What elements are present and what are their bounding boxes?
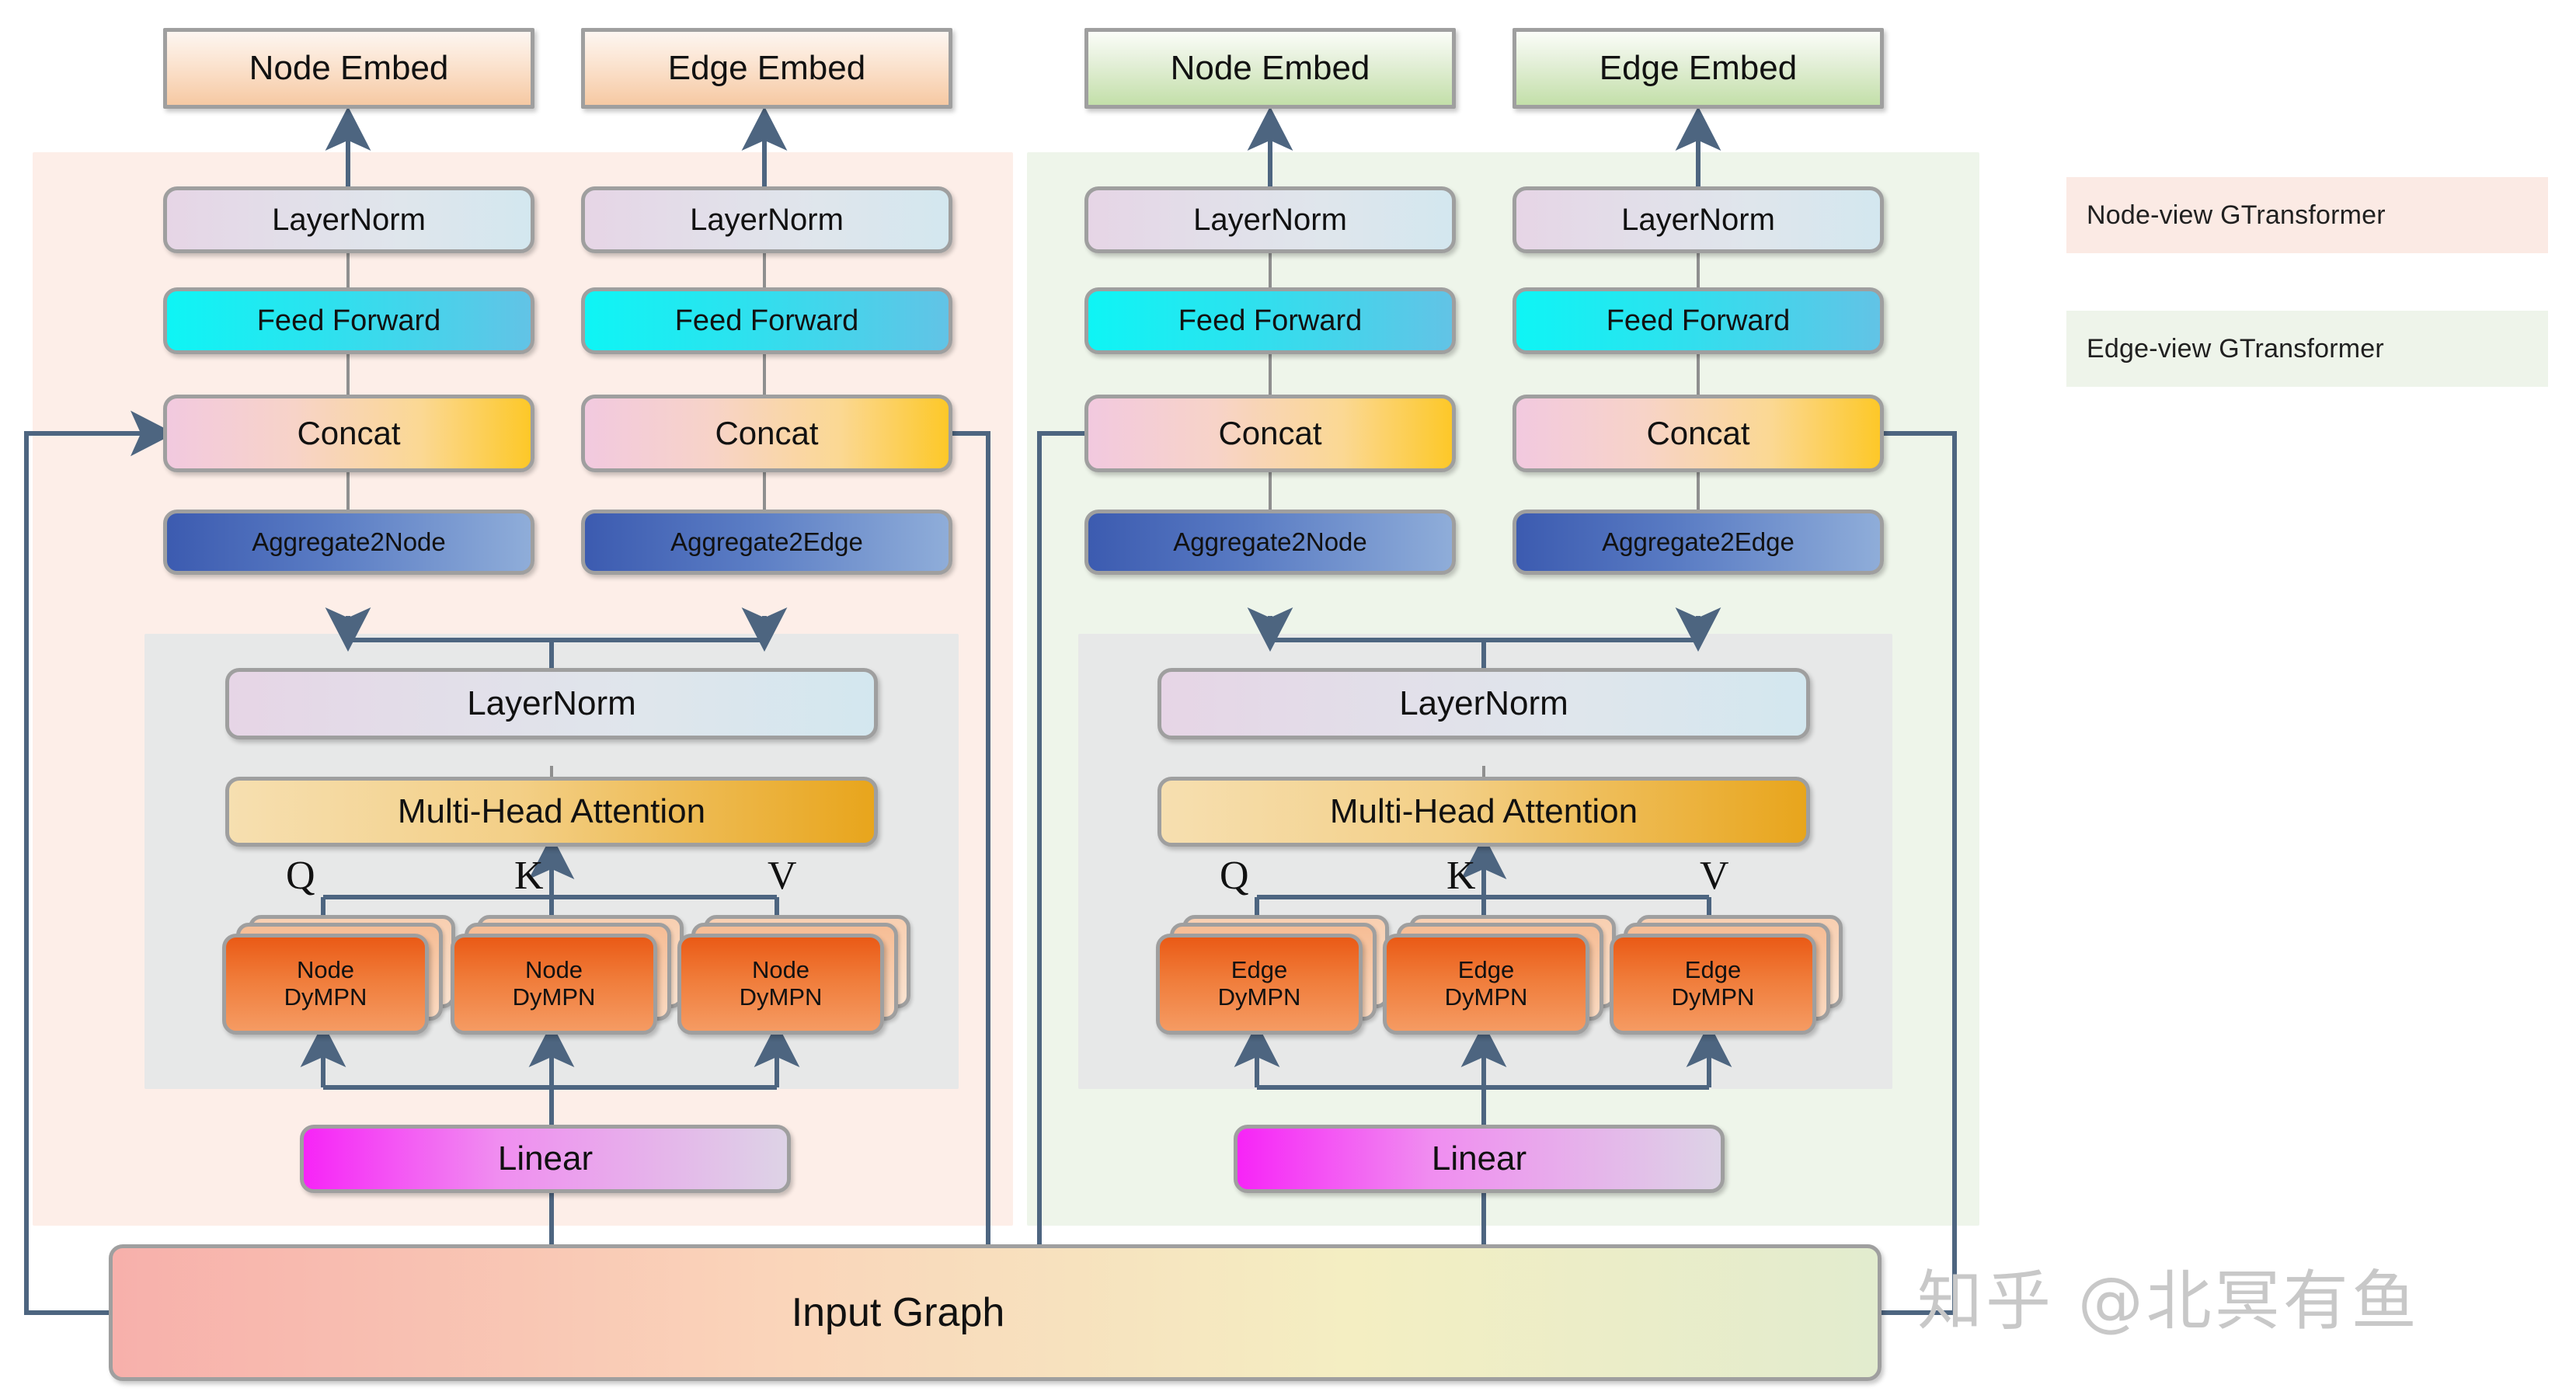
edge-view-qkv-label-k: K: [1446, 854, 1476, 898]
edge-view-aggregate2node-block: Aggregate2Node: [1084, 510, 1456, 575]
node-view-attention-layernorm-block: LayerNorm: [225, 668, 878, 739]
edge-view-edge-feedforward-label: Feed Forward: [1606, 304, 1791, 337]
node-view-node-feedforward-label: Feed Forward: [256, 304, 441, 337]
node-view-dympn-k-line2: DyMPN: [512, 983, 596, 1011]
edge-view-node-embed-block: Node Embed: [1084, 28, 1456, 109]
node-view-aggregate2node-label: Aggregate2Node: [252, 527, 446, 556]
edge-view-qkv-label-q: Q: [1220, 854, 1249, 898]
edge-view-aggregate2edge-block: Aggregate2Edge: [1513, 510, 1884, 575]
edge-view-multi-head-attention-label: Multi-Head Attention: [1329, 792, 1638, 831]
node-view-aggregate2node-block: Aggregate2Node: [163, 510, 534, 575]
node-view-node-embed-block: Node Embed: [163, 28, 534, 109]
node-view-edge-embed-block: Edge Embed: [581, 28, 952, 109]
node-view-dympn-stack-q: Node DyMPN: [222, 915, 455, 1035]
node-view-attention-layernorm-label: LayerNorm: [467, 684, 636, 723]
edge-view-dympn-stack-v: Edge DyMPN: [1610, 915, 1843, 1035]
node-view-qkv-label-q: Q: [286, 854, 315, 898]
node-view-dympn-stack-v: Node DyMPN: [677, 915, 910, 1035]
legend-item-edge-view: Edge-view GTransformer: [2066, 311, 2548, 387]
node-view-dympn-block-v: Node DyMPN: [677, 934, 884, 1035]
node-view-node-layernorm-label: LayerNorm: [272, 202, 426, 237]
edge-view-node-layernorm-label: LayerNorm: [1193, 202, 1347, 237]
edge-view-edge-feedforward-block: Feed Forward: [1513, 287, 1884, 354]
node-view-edge-embed-label: Edge Embed: [667, 49, 866, 88]
edge-view-edge-embed-label: Edge Embed: [1599, 49, 1798, 88]
edge-view-node-feedforward-label: Feed Forward: [1178, 304, 1363, 337]
node-view-node-concat-block: Concat: [163, 395, 534, 472]
node-view-dympn-q-line1: Node: [296, 956, 355, 984]
node-view-linear-block: Linear: [300, 1125, 791, 1193]
edge-view-edge-layernorm-label: LayerNorm: [1621, 202, 1775, 237]
node-view-dympn-v-line1: Node: [751, 956, 810, 984]
edge-view-edge-concat-block: Concat: [1513, 395, 1884, 472]
edge-view-multi-head-attention-block: Multi-Head Attention: [1157, 777, 1810, 847]
node-view-edge-feedforward-block: Feed Forward: [581, 287, 952, 354]
edge-view-node-concat-block: Concat: [1084, 395, 1456, 472]
edge-view-edge-layernorm-block: LayerNorm: [1513, 186, 1884, 253]
edge-view-node-embed-label: Node Embed: [1170, 49, 1370, 88]
node-view-aggregate2edge-label: Aggregate2Edge: [670, 527, 863, 556]
node-view-dympn-block-q: Node DyMPN: [222, 934, 429, 1035]
edge-view-dympn-k-line1: Edge: [1457, 956, 1515, 984]
node-view-qkv-label-v: V: [768, 854, 797, 898]
edge-view-attention-layernorm-label: LayerNorm: [1399, 684, 1568, 723]
watermark-text: 知乎 @北冥有鱼: [1917, 1263, 2420, 1339]
edge-view-node-layernorm-block: LayerNorm: [1084, 186, 1456, 253]
legend-label-edge-view: Edge-view GTransformer: [2087, 333, 2384, 364]
edge-view-dympn-v-line1: Edge: [1684, 956, 1742, 984]
node-view-dympn-stack-k: Node DyMPN: [451, 915, 684, 1035]
edge-view-dympn-v-line2: DyMPN: [1671, 983, 1755, 1011]
edge-view-dympn-q-line1: Edge: [1231, 956, 1288, 984]
edge-view-node-concat-label: Concat: [1218, 415, 1322, 452]
node-view-linear-label: Linear: [497, 1139, 594, 1178]
edge-view-dympn-q-line2: DyMPN: [1217, 983, 1301, 1011]
node-view-dympn-v-line2: DyMPN: [739, 983, 823, 1011]
node-view-dympn-q-line2: DyMPN: [284, 983, 367, 1011]
node-view-dympn-block-k: Node DyMPN: [451, 934, 657, 1035]
edge-view-dympn-stack-k: Edge DyMPN: [1383, 915, 1616, 1035]
edge-view-aggregate2node-label: Aggregate2Node: [1173, 527, 1367, 556]
edge-view-edge-concat-label: Concat: [1646, 415, 1750, 452]
edge-view-aggregate2edge-label: Aggregate2Edge: [1602, 527, 1794, 556]
edge-view-linear-label: Linear: [1431, 1139, 1527, 1178]
node-view-edge-concat-label: Concat: [715, 415, 819, 452]
edge-view-dympn-block-q: Edge DyMPN: [1156, 934, 1363, 1035]
node-view-node-embed-label: Node Embed: [249, 49, 449, 88]
edge-view-dympn-block-v: Edge DyMPN: [1610, 934, 1816, 1035]
node-view-edge-layernorm-label: LayerNorm: [690, 202, 844, 237]
node-view-node-concat-label: Concat: [297, 415, 401, 452]
legend-label-node-view: Node-view GTransformer: [2087, 200, 2386, 230]
node-view-qkv-label-k: K: [514, 854, 544, 898]
edge-view-dympn-stack-q: Edge DyMPN: [1156, 915, 1389, 1035]
edge-view-edge-embed-block: Edge Embed: [1513, 28, 1884, 109]
input-graph-block: Input Graph: [109, 1244, 1882, 1381]
edge-view-dympn-block-k: Edge DyMPN: [1383, 934, 1589, 1035]
node-view-edge-concat-block: Concat: [581, 395, 952, 472]
legend-item-node-view: Node-view GTransformer: [2066, 177, 2548, 253]
edge-view-node-feedforward-block: Feed Forward: [1084, 287, 1456, 354]
node-view-multi-head-attention-block: Multi-Head Attention: [225, 777, 878, 847]
node-view-multi-head-attention-label: Multi-Head Attention: [397, 792, 706, 831]
node-view-node-feedforward-block: Feed Forward: [163, 287, 534, 354]
edge-view-linear-block: Linear: [1234, 1125, 1725, 1193]
node-view-aggregate2edge-block: Aggregate2Edge: [581, 510, 952, 575]
edge-view-qkv-label-v: V: [1700, 854, 1729, 898]
node-view-edge-feedforward-label: Feed Forward: [674, 304, 859, 337]
node-view-dympn-k-line1: Node: [524, 956, 583, 984]
edge-view-dympn-k-line2: DyMPN: [1444, 983, 1528, 1011]
node-view-edge-layernorm-block: LayerNorm: [581, 186, 952, 253]
node-view-node-layernorm-block: LayerNorm: [163, 186, 534, 253]
input-graph-label: Input Graph: [791, 1289, 1005, 1335]
edge-view-attention-layernorm-block: LayerNorm: [1157, 668, 1810, 739]
